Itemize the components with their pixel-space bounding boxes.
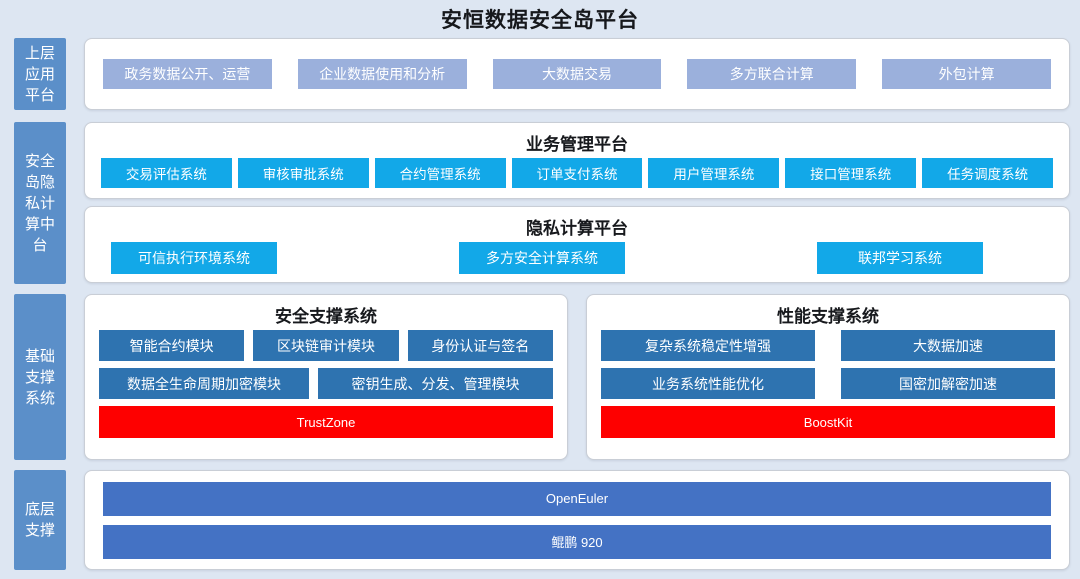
layer-island-middle-platform: 安全岛隐私计算中台 业务管理平台 交易评估系统 审核审批系统 合约管理系统 订单… — [14, 122, 1070, 284]
business-item-2[interactable]: 合约管理系统 — [374, 158, 506, 188]
layer-tab-application: 上层应用平台 — [14, 38, 66, 110]
performance-item-b0[interactable]: 业务系统性能优化 — [601, 368, 815, 399]
performance-panel-title: 性能支撑系统 — [777, 307, 879, 326]
performance-row-a: 复杂系统稳定性增强 大数据加速 — [587, 330, 1069, 361]
security-row-highlight: TrustZone — [85, 406, 567, 438]
app-item-3[interactable]: 多方联合计算 — [687, 59, 857, 89]
security-item-b1[interactable]: 密钥生成、分发、管理模块 — [317, 368, 553, 399]
security-item-a0[interactable]: 智能合约模块 — [99, 330, 245, 361]
panel-security-support: 安全支撑系统 智能合约模块 区块链审计模块 身份认证与签名 数据全生命周期加密模… — [84, 294, 568, 460]
bottom-row-os: OpenEuler — [85, 481, 1069, 516]
performance-item-a0[interactable]: 复杂系统稳定性增强 — [601, 330, 815, 361]
layer-tab-island: 安全岛隐私计算中台 — [14, 122, 66, 284]
security-item-a1[interactable]: 区块链审计模块 — [253, 330, 399, 361]
layer-body-island: 业务管理平台 交易评估系统 审核审批系统 合约管理系统 订单支付系统 用户管理系… — [84, 122, 1070, 284]
privacy-item-2[interactable]: 联邦学习系统 — [817, 242, 983, 274]
app-item-4[interactable]: 外包计算 — [882, 59, 1051, 89]
layer-tab-bottom: 底层支撑 — [14, 470, 66, 570]
business-items-row: 交易评估系统 审核审批系统 合约管理系统 订单支付系统 用户管理系统 接口管理系… — [85, 158, 1069, 188]
privacy-platform-title: 隐私计算平台 — [526, 219, 628, 238]
bottom-item-kunpeng[interactable]: 鲲鹏 920 — [103, 524, 1051, 559]
privacy-item-1[interactable]: 多方安全计算系统 — [459, 242, 625, 274]
layer-tab-base: 基础支撑系统 — [14, 294, 66, 460]
app-item-1[interactable]: 企业数据使用和分析 — [297, 59, 467, 89]
layer-body-base: 安全支撑系统 智能合约模块 区块链审计模块 身份认证与签名 数据全生命周期加密模… — [84, 294, 1070, 460]
layer-body-application: 政务数据公开、运营 企业数据使用和分析 大数据交易 多方联合计算 外包计算 — [84, 38, 1070, 110]
business-item-0[interactable]: 交易评估系统 — [101, 158, 232, 188]
panel-business-management: 业务管理平台 交易评估系统 审核审批系统 合约管理系统 订单支付系统 用户管理系… — [84, 122, 1070, 199]
panel-application-platform: 政务数据公开、运营 企业数据使用和分析 大数据交易 多方联合计算 外包计算 — [84, 38, 1070, 110]
privacy-item-0[interactable]: 可信执行环境系统 — [111, 242, 277, 274]
business-item-4[interactable]: 用户管理系统 — [648, 158, 780, 188]
layer-base-support-systems: 基础支撑系统 安全支撑系统 智能合约模块 区块链审计模块 身份认证与签名 数据全… — [14, 294, 1070, 460]
layer-body-bottom: OpenEuler 鲲鹏 920 — [84, 470, 1070, 570]
security-item-b0[interactable]: 数据全生命周期加密模块 — [99, 368, 309, 399]
layer-application-platform: 上层应用平台 政务数据公开、运营 企业数据使用和分析 大数据交易 多方联合计算 … — [14, 38, 1070, 110]
business-platform-title: 业务管理平台 — [526, 135, 628, 154]
security-row-b: 数据全生命周期加密模块 密钥生成、分发、管理模块 — [85, 368, 567, 399]
app-item-0[interactable]: 政务数据公开、运营 — [103, 59, 272, 89]
performance-item-a1[interactable]: 大数据加速 — [841, 330, 1055, 361]
bottom-row-cpu: 鲲鹏 920 — [85, 524, 1069, 559]
trustzone-bar[interactable]: TrustZone — [99, 406, 553, 438]
business-item-6[interactable]: 任务调度系统 — [922, 158, 1054, 188]
performance-row-highlight: BoostKit — [587, 406, 1069, 438]
bottom-item-openeuler[interactable]: OpenEuler — [103, 481, 1051, 516]
page-title: 安恒数据安全岛平台 — [441, 9, 639, 32]
app-item-2[interactable]: 大数据交易 — [492, 59, 662, 89]
layer-bottom-support: 底层支撑 OpenEuler 鲲鹏 920 — [14, 470, 1070, 570]
business-item-5[interactable]: 接口管理系统 — [785, 158, 917, 188]
performance-item-b1[interactable]: 国密加解密加速 — [841, 368, 1055, 399]
business-item-1[interactable]: 审核审批系统 — [237, 158, 369, 188]
business-item-3[interactable]: 订单支付系统 — [511, 158, 643, 188]
panel-performance-support: 性能支撑系统 复杂系统稳定性增强 大数据加速 业务系统性能优化 国密加解密加速 … — [586, 294, 1070, 460]
panel-bottom-support: OpenEuler 鲲鹏 920 — [84, 470, 1070, 570]
security-panel-title: 安全支撑系统 — [275, 307, 377, 326]
boostkit-bar[interactable]: BoostKit — [601, 406, 1055, 438]
application-items-row: 政务数据公开、运营 企业数据使用和分析 大数据交易 多方联合计算 外包计算 — [85, 59, 1069, 89]
security-row-a: 智能合约模块 区块链审计模块 身份认证与签名 — [85, 330, 567, 361]
privacy-items-row: 可信执行环境系统 多方安全计算系统 联邦学习系统 — [85, 242, 1069, 274]
panel-privacy-computing: 隐私计算平台 可信执行环境系统 多方安全计算系统 联邦学习系统 — [84, 206, 1070, 283]
security-item-a2[interactable]: 身份认证与签名 — [407, 330, 553, 361]
performance-row-b: 业务系统性能优化 国密加解密加速 — [587, 368, 1069, 399]
